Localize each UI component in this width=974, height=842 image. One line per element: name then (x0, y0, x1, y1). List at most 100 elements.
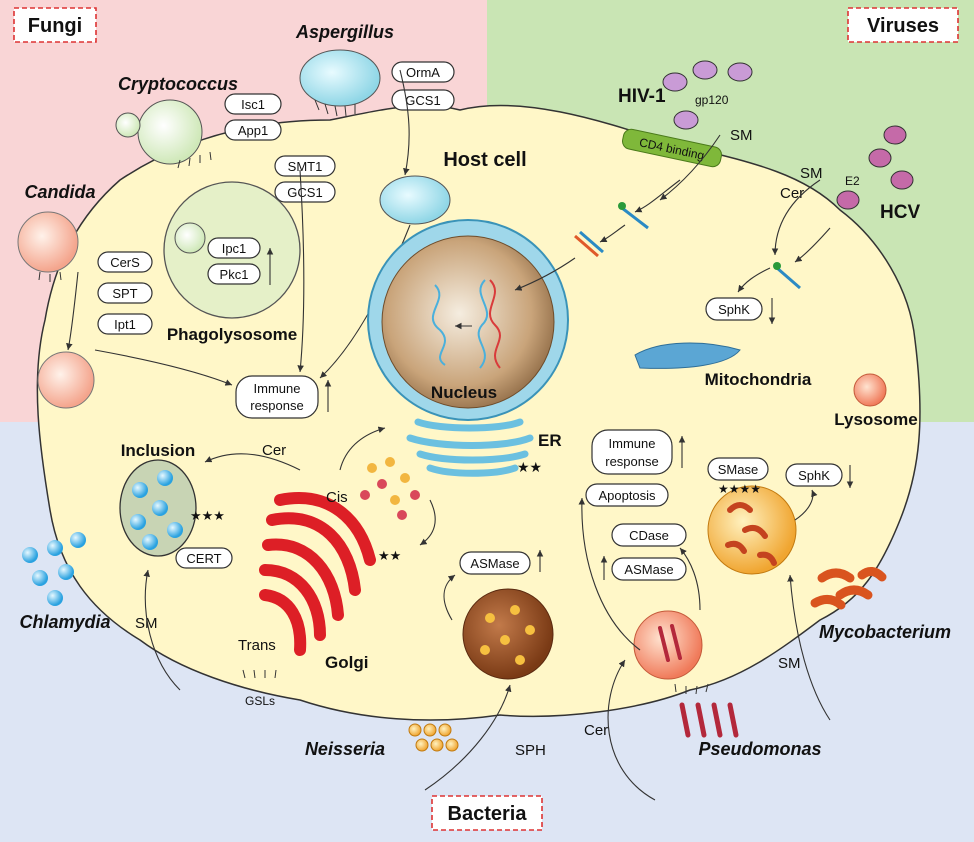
golgi-cisterna-2 (266, 512, 361, 596)
hcv-virion-1 (883, 125, 907, 145)
hiv-sm-arrow (659, 134, 721, 201)
candida-arrow (66, 271, 79, 351)
golgi-cisterna-4 (259, 564, 326, 641)
golgi-cisterna-3 (262, 538, 344, 621)
aspergillus-spore (299, 49, 381, 107)
inclusion-eb-3 (152, 500, 168, 516)
immune2-line2: response (605, 454, 658, 469)
inclusion-eb-1 (132, 482, 148, 498)
dna-strand-1 (432, 284, 446, 366)
sm-chlamydia-label: SM (135, 615, 158, 632)
cd4-binding-bar (622, 128, 722, 168)
lysosome (853, 373, 887, 407)
nucleus-label: Nucleus (431, 383, 497, 402)
hcv-label: HCV (880, 202, 920, 223)
vesicle-1 (367, 463, 377, 473)
cdase-pill (611, 523, 687, 547)
orma-pill (391, 61, 455, 83)
smase-text: SMase (718, 462, 758, 477)
pseudomonas-bacilli (679, 702, 739, 738)
chlamydia-eb-5 (58, 564, 74, 580)
neisseria-phagosome (462, 588, 554, 680)
chlamydia-eb-2 (47, 540, 63, 556)
immune2-line1: Immune (609, 436, 656, 451)
sm-myco-label: SM (778, 655, 801, 672)
fungi-tag-box (13, 7, 97, 43)
sph-label: SPH (515, 742, 546, 759)
immune-response-pill-1 (235, 375, 319, 419)
nucleus (381, 235, 555, 409)
cis-label: Cis (326, 489, 348, 506)
e2-label: E2 (845, 174, 860, 188)
cryptococcus-cell (137, 99, 203, 165)
sl-nucleus-arrow (514, 257, 576, 291)
smase-pill (707, 457, 769, 481)
hiv-label: HIV-1 (618, 86, 666, 107)
aspergillus-internal (379, 175, 451, 225)
vesicle-7 (410, 490, 420, 500)
cryptococcus-label: Cryptococcus (118, 74, 238, 94)
cers-text: CerS (110, 255, 140, 270)
er-golgi-arrow (419, 499, 436, 546)
hiv-sm-arrow-2 (634, 179, 681, 213)
chlamydia-sm-arrow (143, 569, 181, 691)
neisseria-sph-arrow (424, 684, 512, 791)
isc1-pill (224, 93, 282, 115)
sphingolipid-head-1 (618, 202, 626, 210)
sphk2-text: SphK (798, 468, 830, 483)
sl-arrow-1 (599, 224, 626, 243)
er-stars: ★★ (517, 459, 542, 475)
mycobacterium-label: Mycobacterium (819, 622, 951, 642)
phagolysosome-spore (174, 222, 206, 254)
gcs1-pill-b (274, 181, 336, 203)
bacteria-label: Bacteria (448, 803, 528, 825)
sphk-pill-1 (705, 297, 763, 321)
pkc1-pill (207, 263, 261, 285)
neisseria-cocci-6 (445, 738, 459, 752)
trans-label: Trans (238, 637, 276, 654)
pseudomonas-rods (658, 624, 682, 662)
aspergillus-receptors (314, 99, 356, 117)
sphk-pill-2 (785, 463, 843, 487)
crypto-immune-arrow (297, 169, 305, 373)
neisseria-cocci-5 (430, 738, 444, 752)
vesicle-5 (360, 490, 370, 500)
sphingolipid-2a (574, 234, 599, 258)
candida-cell (17, 211, 79, 273)
inclusion-eb-6 (167, 522, 183, 538)
fungi-label: Fungi (28, 15, 82, 37)
inclusion-label: Inclusion (121, 441, 196, 460)
pseudo-apoptosis-arrow (578, 497, 641, 651)
sm-hcv-label: SM (800, 165, 823, 182)
pseudo-cer-arrow (607, 659, 656, 801)
chlamydia-eb-4 (32, 570, 48, 586)
app1-text: App1 (238, 123, 268, 138)
asmase-pill-1 (459, 551, 531, 575)
neisseria-cocci-4 (415, 738, 429, 752)
hcv-sm-arrow (771, 179, 821, 256)
candida-receptors (38, 271, 62, 282)
inclusion-stars: ★★★ (190, 508, 225, 523)
aspergillus-label: Aspergillus (295, 22, 394, 42)
pseudomonas-receptors (674, 683, 709, 695)
myco-stars: ★★★★ (718, 482, 761, 496)
cdase-text: CDase (629, 528, 669, 543)
pkc1-text: Pkc1 (220, 267, 249, 282)
er-label: ER (538, 431, 562, 450)
vesicle-6 (390, 495, 400, 505)
cryptococcus-receptors (177, 151, 212, 169)
apoptosis-pill (585, 483, 669, 507)
hcv-sphk-arrow (737, 267, 771, 293)
viruses-label: Viruses (867, 15, 939, 37)
hcv-virion-2 (868, 148, 892, 168)
apoptosis-text: Apoptosis (598, 488, 656, 503)
golgi-cisterna-5 (259, 589, 307, 656)
dna-strand-3 (477, 279, 489, 369)
app1-pill (224, 119, 282, 141)
neisseria-cocci-1 (408, 723, 422, 737)
asmase2-text: ASMase (624, 562, 673, 577)
asmase1-text: ASMase (470, 556, 519, 571)
dna-strand-2 (489, 279, 501, 369)
host-cell-label: Host cell (443, 149, 526, 171)
